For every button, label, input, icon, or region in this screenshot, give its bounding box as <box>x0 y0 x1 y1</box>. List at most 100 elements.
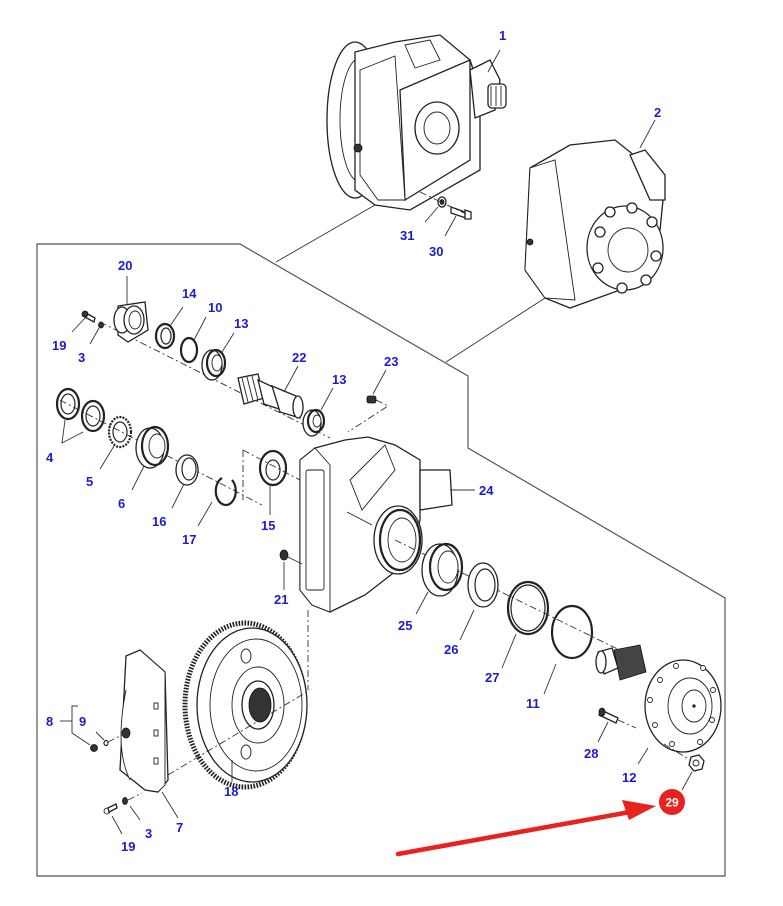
o-ring-part-27[interactable] <box>506 580 550 636</box>
seal-part-26[interactable] <box>467 562 499 608</box>
breather-part-23[interactable] <box>347 395 389 433</box>
leader-22 <box>283 365 299 393</box>
callout-18[interactable]: 18 <box>224 784 238 799</box>
leader-4 <box>61 419 84 444</box>
o-ring-part-9[interactable] <box>103 733 125 747</box>
callout-17[interactable]: 17 <box>182 532 196 547</box>
o-ring-part-10[interactable] <box>179 336 199 364</box>
spring-washer-part-3-bottom[interactable] <box>122 792 143 805</box>
thrust-washers-part-4[interactable] <box>55 387 106 433</box>
shim-part-15[interactable] <box>242 449 301 500</box>
bolt-part-19-top[interactable] <box>81 310 96 323</box>
leader-26 <box>459 609 475 641</box>
cover-part-7[interactable] <box>119 649 169 793</box>
leader-9 <box>95 731 105 741</box>
callout-13-second[interactable]: 13 <box>332 372 346 387</box>
callout-8[interactable]: 8 <box>46 714 53 729</box>
callout-3-bottom[interactable]: 3 <box>145 826 152 841</box>
leader-3-bottom <box>129 805 141 821</box>
bearing-part-13-top[interactable] <box>201 348 227 381</box>
leader-30 <box>444 215 457 237</box>
leader-3-top <box>89 327 100 345</box>
nut-part-29[interactable] <box>663 743 705 772</box>
callout-4[interactable]: 4 <box>46 450 54 465</box>
leader-19-bottom <box>111 815 123 835</box>
callout-10[interactable]: 10 <box>208 300 222 315</box>
axis-gear <box>167 689 311 776</box>
callout-25[interactable]: 25 <box>398 618 412 633</box>
callout-20[interactable]: 20 <box>118 258 132 273</box>
connector-line-2 <box>445 297 546 363</box>
callout-28[interactable]: 28 <box>584 746 598 761</box>
washer-part-31[interactable] <box>437 196 447 208</box>
callout-13-top[interactable]: 13 <box>234 316 248 331</box>
plug-part-8[interactable] <box>90 744 98 752</box>
seal-part-14[interactable] <box>154 322 176 350</box>
o-ring-part-11[interactable] <box>550 604 594 660</box>
leader-27 <box>501 633 517 669</box>
leader-7 <box>161 791 179 819</box>
callout-5[interactable]: 5 <box>86 474 93 489</box>
bearing-part-6[interactable] <box>135 425 170 469</box>
callout-31[interactable]: 31 <box>400 228 414 243</box>
callout-6[interactable]: 6 <box>118 496 125 511</box>
pinion-shaft-part-22[interactable] <box>237 373 304 419</box>
callout-16[interactable]: 16 <box>152 514 166 529</box>
callout-1[interactable]: 1 <box>499 28 506 43</box>
leader-2 <box>639 119 656 149</box>
final-drive-assembly-part-2[interactable] <box>524 139 666 309</box>
leader-29 <box>681 771 693 791</box>
callout-3-top[interactable]: 3 <box>78 350 85 365</box>
leader-17 <box>197 501 213 527</box>
plug-part-21[interactable] <box>279 549 303 565</box>
gearbox-assembly-part-1[interactable] <box>326 34 507 211</box>
highlight-arrow-icon <box>395 800 656 857</box>
callout-19-top[interactable]: 19 <box>52 338 66 353</box>
leader-16 <box>171 483 185 509</box>
output-flange-part-12[interactable] <box>595 644 722 753</box>
leader-14 <box>169 306 184 327</box>
callout-29-badge-text: 29 <box>665 796 679 810</box>
housing-part-24[interactable] <box>299 436 453 613</box>
stud-part-28[interactable] <box>598 707 637 729</box>
leader-10 <box>193 316 207 341</box>
callout-12[interactable]: 12 <box>622 770 636 785</box>
callout-24[interactable]: 24 <box>479 483 494 498</box>
connector-line-1 <box>275 204 376 263</box>
callout-27[interactable]: 27 <box>485 670 499 685</box>
callout-23[interactable]: 23 <box>384 354 398 369</box>
leader-5 <box>99 445 115 470</box>
leader-28 <box>597 721 609 743</box>
bracket-8 <box>71 705 91 746</box>
leader-25 <box>415 591 429 615</box>
highlight-badge-29[interactable]: 27 29 <box>659 789 685 815</box>
callout-19-bottom[interactable]: 19 <box>121 839 135 854</box>
bearing-cup-part-16[interactable] <box>175 454 199 486</box>
callout-15-label[interactable]: 15 <box>261 518 275 533</box>
callout-22[interactable]: 22 <box>292 350 306 365</box>
leader-23 <box>372 369 387 395</box>
leader-12 <box>637 747 649 765</box>
lock-washer-part-5[interactable] <box>107 415 133 449</box>
circlip-part-17[interactable] <box>214 477 237 507</box>
callout-2[interactable]: 2 <box>654 105 661 120</box>
bolt-part-30[interactable] <box>450 206 472 220</box>
callout-14[interactable]: 14 <box>182 286 197 301</box>
axis-upper-shaft <box>99 321 331 439</box>
callout-30[interactable]: 30 <box>429 244 443 259</box>
leader-13-top <box>221 332 235 353</box>
leader-11 <box>543 663 557 695</box>
callout-11[interactable]: 11 <box>526 696 540 711</box>
callout-9[interactable]: 9 <box>79 714 86 729</box>
leader-31 <box>424 206 439 223</box>
spring-washer-part-3-top[interactable] <box>98 321 104 329</box>
callout-7[interactable]: 7 <box>176 820 183 835</box>
gear-part-18[interactable] <box>182 620 308 790</box>
bearing-part-13-second[interactable] <box>302 408 326 437</box>
bolt-part-19-bottom[interactable] <box>103 803 118 815</box>
callout-26[interactable]: 26 <box>444 642 458 657</box>
bearing-housing-part-20[interactable] <box>113 301 149 343</box>
bearing-part-25[interactable] <box>421 542 464 597</box>
callout-21[interactable]: 21 <box>274 592 288 607</box>
